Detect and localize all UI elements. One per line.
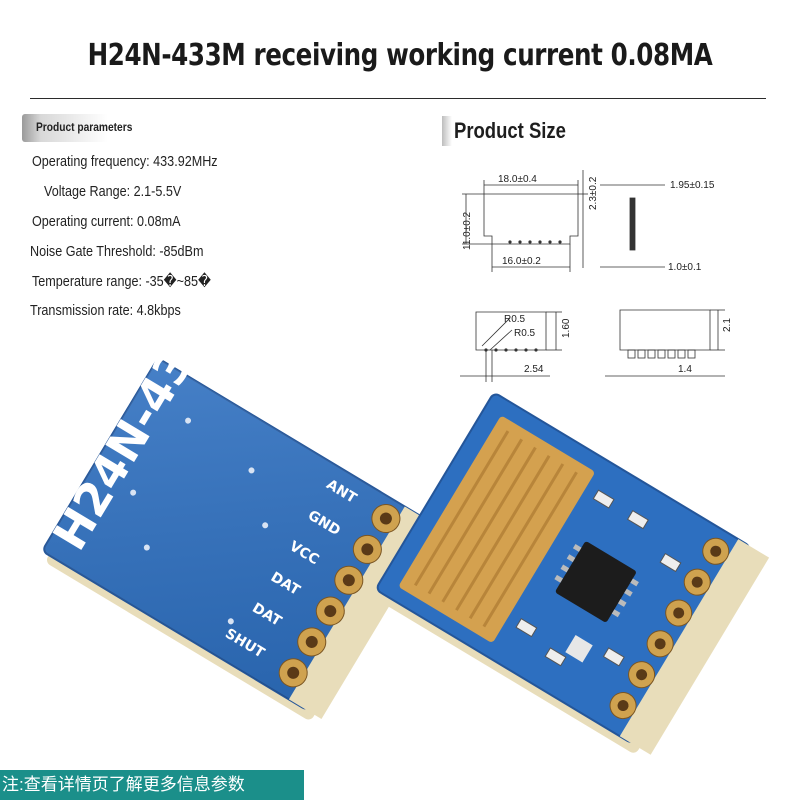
dim-h2: 2.1 <box>722 318 733 332</box>
divider <box>30 98 766 99</box>
dim-width-bottom: 16.0±0.2 <box>502 256 541 267</box>
dimension-drawing: 18.0±0.4 11.0±0.2 16.0±0.2 2.3±0.2 1.95±… <box>460 170 733 382</box>
params-heading-badge: Product parameters <box>22 114 178 142</box>
footer-note: 注:查看详情页了解更多信息参数 <box>0 770 304 800</box>
spec-voltage: Voltage Range: 2.1-5.5V <box>44 183 182 200</box>
spec-frequency: Operating frequency: 433.92MHz <box>32 153 218 170</box>
dim-board: 1.0±0.1 <box>668 262 702 273</box>
dim-w2: 1.4 <box>678 364 692 375</box>
spec-rate: Transmission rate: 4.8kbps <box>30 302 181 319</box>
dim-width-top: 18.0±0.4 <box>498 174 537 185</box>
dim-height-left: 11.0±0.2 <box>462 211 473 250</box>
spec-temperature: Temperature range: -35�~85� <box>32 273 211 290</box>
module-top-view: H24N-433 ANT GND VCC DAT DAT SHUT <box>42 350 438 720</box>
dim-tab: 2.3±0.2 <box>588 176 599 210</box>
dim-r2: R0.5 <box>514 328 536 339</box>
spec-current: Operating current: 0.08mA <box>32 213 181 230</box>
dim-thickness: 1.95±0.15 <box>670 180 715 191</box>
params-heading: Product parameters <box>36 120 133 134</box>
size-heading: Product Size <box>454 118 566 143</box>
dim-h1: 1.60 <box>561 318 572 338</box>
size-heading-badge <box>442 116 452 146</box>
module-bottom-view <box>376 393 770 755</box>
dim-r1: R0.5 <box>504 314 526 325</box>
dim-pitch: 2.54 <box>524 364 544 375</box>
page-title: H24N-433M receiving working current 0.08… <box>87 38 713 73</box>
spec-noise-gate: Noise Gate Threshold: -85dBm <box>30 243 204 260</box>
